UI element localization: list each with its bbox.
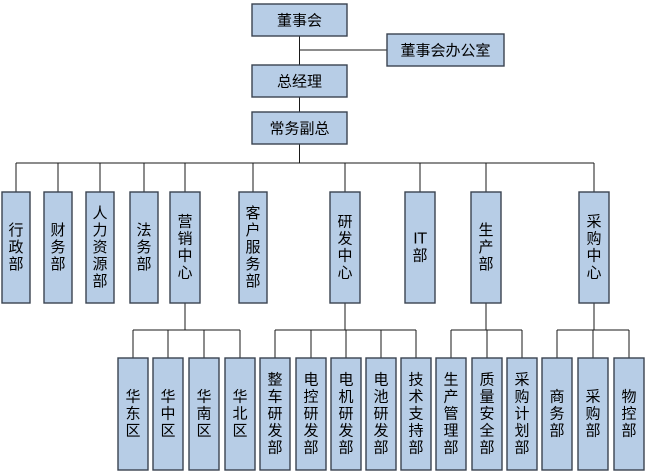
node-central: 华中区 — [152, 357, 184, 471]
node-box — [85, 191, 115, 304]
node-box — [506, 357, 538, 471]
node-label: 客户服务部 — [245, 204, 260, 290]
node-label: 整车研发部 — [267, 371, 282, 457]
node-box — [259, 357, 291, 471]
node-qa-safety: 质量安全部 — [471, 357, 503, 471]
node-box — [251, 3, 348, 37]
node-gm: 总经理 — [251, 64, 348, 98]
node-commerce: 商务部 — [541, 357, 573, 471]
node-box — [251, 64, 348, 98]
node-tech-support: 技术支持部 — [400, 357, 432, 471]
node-battery-rnd: 电池研发部 — [365, 357, 397, 471]
node-label: 董事会办公室 — [400, 42, 490, 60]
node-purchase-plan: 采购计划部 — [506, 357, 538, 471]
node-box — [238, 191, 268, 304]
node-box — [152, 357, 184, 471]
node-label: 常务副总 — [269, 120, 329, 138]
node-box — [117, 357, 149, 471]
node-box — [404, 191, 436, 304]
node-label: 商务部 — [549, 388, 564, 440]
node-procurement: 采购中心 — [578, 191, 610, 304]
node-box — [251, 111, 348, 145]
node-label: 财务部 — [50, 221, 65, 273]
node-label: 华东区 — [125, 388, 140, 440]
node-label: 电机研发部 — [338, 371, 353, 457]
node-box — [541, 357, 573, 471]
node-label: 电池研发部 — [373, 371, 388, 457]
node-label: 生产管理部 — [443, 371, 458, 457]
node-south: 华南区 — [188, 357, 220, 471]
node-box — [329, 191, 361, 304]
node-box — [188, 357, 220, 471]
node-label: 法务部 — [136, 221, 151, 273]
node-box — [470, 191, 502, 304]
node-label: 质量安全部 — [479, 371, 494, 457]
node-hr: 人力资源部 — [85, 191, 115, 304]
node-label: 总经理 — [277, 73, 322, 91]
node-north: 华北区 — [224, 357, 256, 471]
node-admin: 行政部 — [1, 191, 31, 304]
node-label: 技术支持部 — [408, 371, 423, 457]
node-ecu-rnd: 电控研发部 — [295, 357, 327, 471]
node-box — [365, 357, 397, 471]
node-label: 华北区 — [232, 388, 247, 440]
node-box — [1, 191, 31, 304]
node-purchasing: 采购部 — [577, 357, 609, 471]
node-box — [400, 357, 432, 471]
node-box — [386, 33, 505, 67]
node-customer-service: 客户服务部 — [238, 191, 268, 304]
node-motor-rnd: 电机研发部 — [330, 357, 362, 471]
node-box — [169, 191, 201, 304]
node-board: 董事会 — [251, 3, 348, 37]
node-vehicle-rnd: 整车研发部 — [259, 357, 291, 471]
node-box — [435, 357, 467, 471]
node-label: 董事会 — [277, 12, 322, 30]
node-label: 华南区 — [196, 388, 211, 440]
node-label: 物控部 — [621, 388, 636, 440]
node-box — [129, 191, 159, 304]
node-box — [471, 357, 503, 471]
node-rnd: 研发中心 — [329, 191, 361, 304]
node-prod-mgmt: 生产管理部 — [435, 357, 467, 471]
node-box — [43, 191, 73, 304]
node-production: 生产部 — [470, 191, 502, 304]
node-box — [577, 357, 609, 471]
node-label: 采购中心 — [586, 213, 601, 282]
node-label: 研发中心 — [337, 213, 352, 282]
node-marketing: 营销中心 — [169, 191, 201, 304]
node-box — [613, 357, 645, 471]
node-label: 营销中心 — [177, 213, 192, 282]
node-label: 采购部 — [585, 388, 600, 440]
connector-lines — [15, 36, 630, 358]
node-evp: 常务副总 — [251, 111, 348, 145]
node-finance: 财务部 — [43, 191, 73, 304]
node-box — [578, 191, 610, 304]
node-label: 华中区 — [160, 388, 175, 440]
node-label: 电控研发部 — [303, 371, 318, 457]
node-legal: 法务部 — [129, 191, 159, 304]
node-label: 行政部 — [8, 221, 23, 273]
node-label: 人力资源部 — [92, 204, 107, 290]
node-east: 华东区 — [117, 357, 149, 471]
node-label: 生产部 — [478, 221, 493, 273]
node-material-ctrl: 物控部 — [613, 357, 645, 471]
node-label: 采购计划部 — [514, 371, 529, 457]
node-box — [295, 357, 327, 471]
node-board-office: 董事会办公室 — [386, 33, 505, 67]
node-box — [224, 357, 256, 471]
node-box — [330, 357, 362, 471]
